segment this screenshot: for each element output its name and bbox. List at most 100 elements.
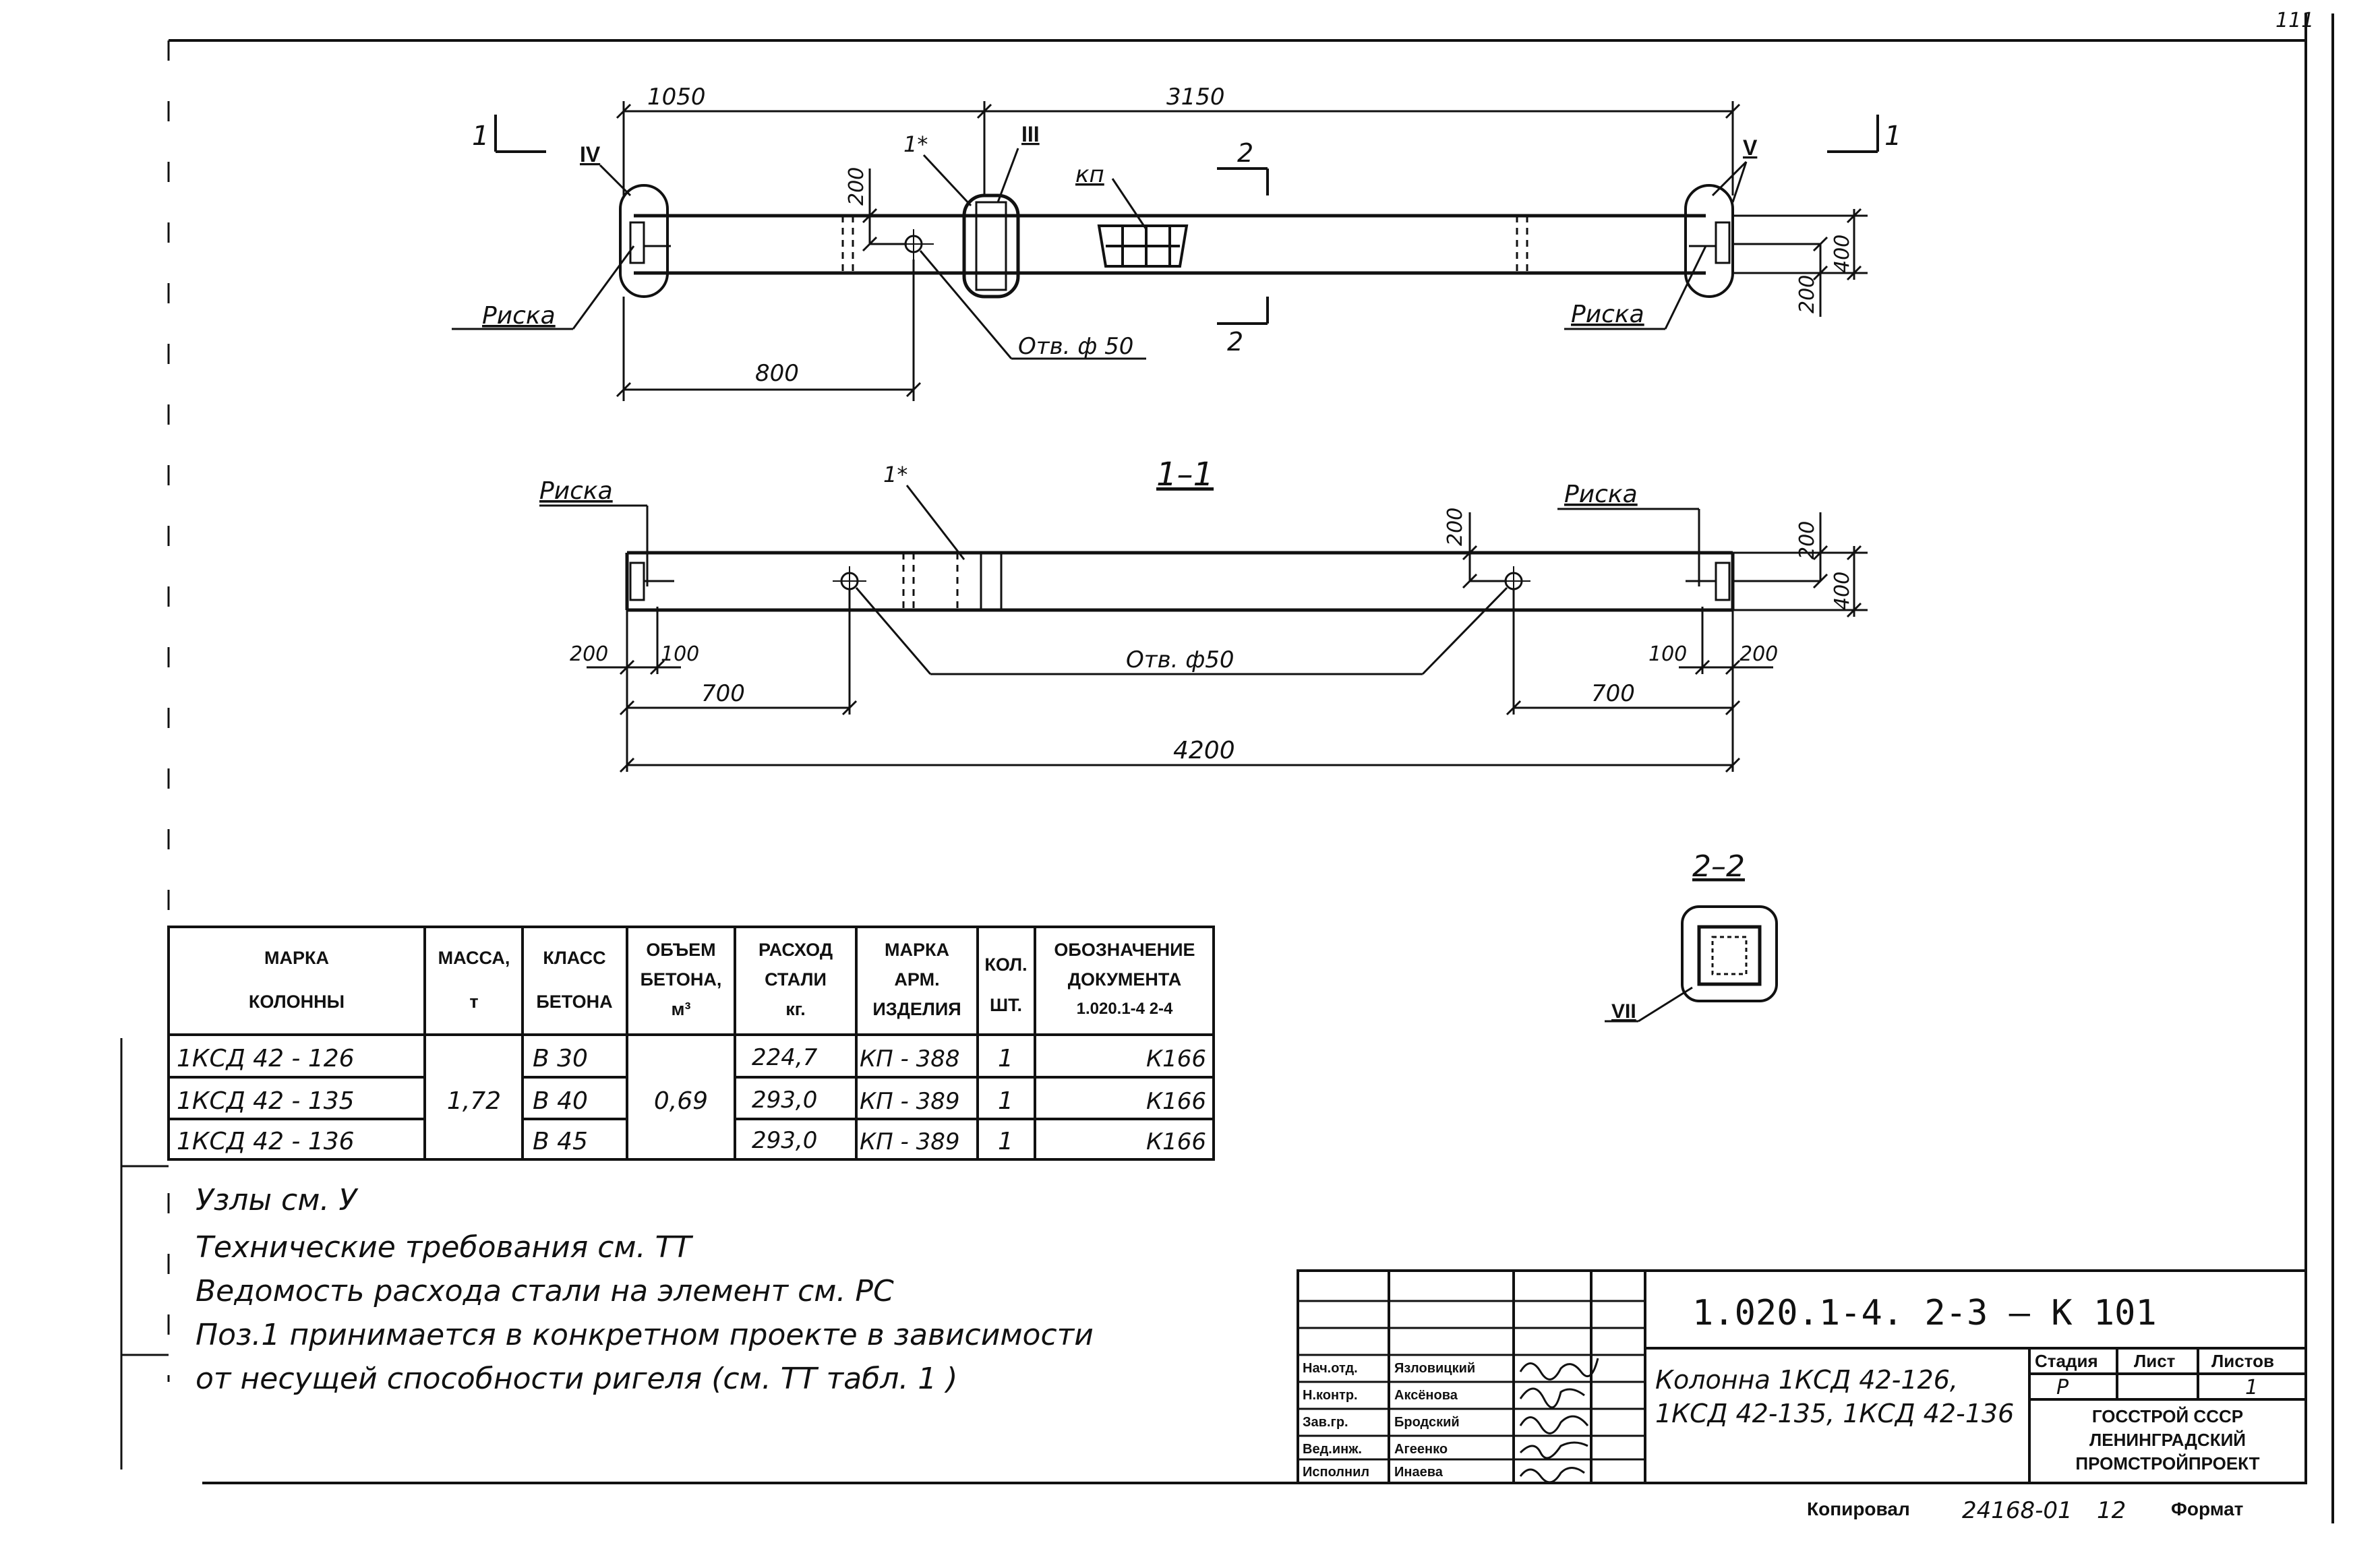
note-line-3: Ведомость расхода стали на элемент см. Р… [196,1274,894,1308]
header-oboznachenie-2: ДОКУМЕНТА [1068,969,1181,990]
header-obem-1: ОБЪЕМ [646,940,715,960]
signature-role: Вед.инж. [1303,1442,1362,1457]
header-obem-2: БЕТОНА, [641,969,722,990]
header-rashod-1: РАСХОД [758,940,833,960]
dim-400-1-1: 400 [1831,572,1854,610]
signature-name: Аксёнова [1394,1388,1458,1403]
section-1-1-title: 1–1 [1156,456,1214,493]
node-VII-label: VII [1611,1000,1636,1023]
table-row: 1КСД 42 - 126 В 30 224,7 КП - 388 1 К166 [177,1044,1206,1072]
header-obem-3: м³ [672,999,691,1019]
dim-100-right-1-1: 100 [1648,642,1687,666]
title-line-1: Колонна 1КСД 42-126, [1655,1365,1958,1395]
dim-1050: 1050 [647,84,706,111]
cell-massa-merged: 1,72 [447,1087,501,1115]
embedded-part-kp [1097,224,1189,268]
header-marka-kolonny-1: МАРКА [264,948,329,968]
table-row: 1КСД 42 - 135 В 40 293,0 КП - 389 1 К166 [177,1087,1206,1115]
signature-name: Язловицкий [1394,1361,1475,1376]
cell-klass: В 30 [533,1045,588,1072]
org-line-2: ЛЕНИНГРАДСКИЙ [2089,1430,2246,1450]
sheets-value: 1 [2245,1376,2258,1399]
sheet-number: 111 [2275,9,2314,32]
section-mark-2-top: 2 [1237,138,1253,168]
footer-number: 24168-01 [1962,1497,2073,1524]
signature-role: Исполнил [1303,1465,1369,1480]
plan-view: 1050 3150 800 200 [452,84,1901,401]
signature-name: Инаева [1394,1465,1444,1480]
dim-200-right: 200 [1795,275,1819,313]
signature-role: Зав.гр. [1303,1415,1348,1430]
section-mark-2-bottom: 2 [1227,327,1243,357]
header-oboznachenie-3: 1.020.1-4 2-4 [1077,1000,1173,1018]
org-line-1: ГОССТРОЙ СССР [2092,1406,2243,1426]
dim-200-b-1-1: 200 [1795,521,1819,559]
cell-oboznachenie: К166 [1146,1128,1206,1155]
cell-oboznachenie: К166 [1146,1088,1206,1115]
section-2-2: 2–2 VII [1605,849,1778,1023]
header-kol-1: КОЛ. [984,955,1027,975]
node-V-label: V [1743,135,1758,160]
header-marka-arm-3: ИЗДЕЛИЯ [872,999,961,1019]
sheet-header: Лист [2134,1351,2176,1371]
header-marka-arm-1: МАРКА [885,940,949,960]
cell-klass: В 45 [533,1128,588,1155]
notes: Узлы см. У Технические требования см. ТТ… [196,1183,1094,1396]
cell-kol: 1 [998,1045,1013,1072]
cell-kol: 1 [998,1087,1013,1115]
title-block: 1.020.1-4. 2-3 – К 101 Колонна 1КСД 42-1… [1297,1269,2307,1484]
spec-table: МАРКА КОЛОННЫ МАССА, т КЛАСС БЕТОНА ОБЪЕ… [167,926,1215,1161]
section-2-2-title: 2–2 [1692,849,1745,884]
footer-page: 12 [2097,1497,2126,1524]
end-node-right [1684,184,1734,298]
joint-plate [962,193,1020,299]
dim-4200-1-1: 4200 [1173,737,1235,764]
header-massa-2: т [469,992,478,1012]
header-klass-1: КЛАСС [543,948,605,968]
riska-left-label-1-1: Риска [539,477,613,505]
pos-1-label: 1* [903,131,928,157]
dim-700-right-1-1: 700 [1591,680,1635,707]
signature-row: Исполнил Инаева [1303,1465,1444,1480]
riska-left-label: Риска [482,302,556,330]
dim-3150: 3150 [1166,84,1225,111]
cell-marka-arm: КП - 388 [860,1046,959,1072]
dim-800: 800 [755,360,799,387]
stage-value: Р [2056,1376,2069,1399]
signature-row: Н.контр. Аксёнова [1303,1388,1458,1403]
header-marka-arm-2: АРМ. [894,969,939,990]
cell-marka-arm: КП - 389 [860,1088,959,1115]
cell-marka: 1КСД 42 - 136 [177,1128,355,1155]
footer-copied: Копировал [1807,1498,1910,1519]
cell-rashod: 224,7 [752,1044,818,1071]
header-rashod-2: СТАЛИ [765,969,827,990]
dim-400-right: 400 [1831,235,1854,273]
hole-label-1-1: Отв. ф50 [1126,646,1234,673]
cell-obem-merged: 0,69 [654,1087,708,1115]
note-line-5: от несущей способности ригеля (см. ТТ та… [196,1362,957,1396]
title-line-2: 1КСД 42-135, 1КСД 42-136 [1655,1399,2014,1428]
cell-rashod: 293,0 [752,1127,817,1154]
dim-100-left-1-1: 100 [661,642,699,666]
cell-marka-arm: КП - 389 [860,1128,959,1155]
cell-rashod: 293,0 [752,1087,817,1114]
stage-header: Стадия [2035,1351,2098,1371]
handwritten-signatures [1519,1358,1599,1484]
header-marka-kolonny-2: КОЛОННЫ [249,992,345,1012]
riska-right-label-1-1: Риска [1564,481,1638,508]
cell-kol: 1 [998,1128,1013,1155]
header-oboznachenie-1: ОБОЗНАЧЕНИЕ [1054,940,1195,960]
signature-row: Зав.гр. Бродский [1303,1415,1460,1430]
table-row: 1КСД 42 - 136 В 45 293,0 КП - 389 1 К166 [177,1127,1206,1155]
node-IV-label: IV [580,142,601,166]
section-mark-1-left: 1 [472,121,489,152]
note-line-4: Поз.1 принимается в конкретном проекте в… [196,1318,1094,1352]
sheets-header: Листов [2211,1351,2274,1371]
dim-200-top: 200 [845,167,868,206]
footer: Копировал 24168-01 12 Формат [1807,1497,2243,1524]
signature-name: Агеенко [1394,1442,1448,1457]
dim-200-a-1-1: 200 [1444,508,1467,546]
kp-label: кп [1075,161,1104,188]
node-III-label: III [1021,122,1040,146]
header-massa-1: МАССА, [438,948,510,968]
